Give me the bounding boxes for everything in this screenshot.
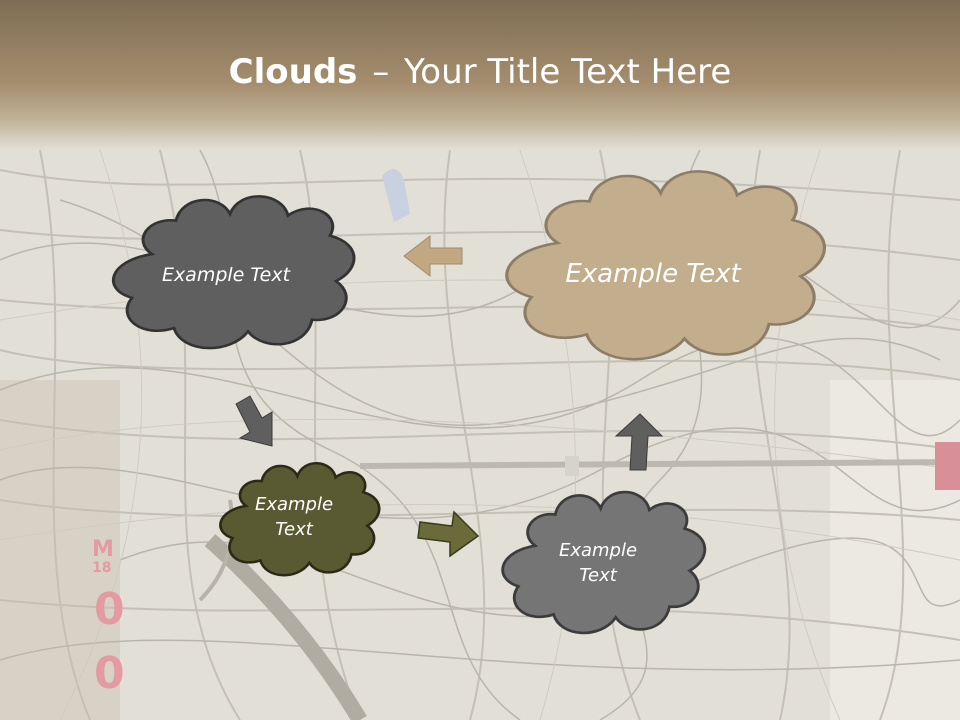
slide-title[interactable]: Clouds – Your Title Text Here <box>0 52 960 92</box>
cloud-dark-gray-label: Example Text <box>134 262 318 289</box>
cloud-mid-gray-text-line2: Text <box>579 565 617 587</box>
title-band <box>0 0 960 150</box>
arrow-down-right-icon <box>235 395 273 447</box>
arrow-left-icon <box>403 234 463 278</box>
svg-text:0: 0 <box>94 584 125 635</box>
arrow-up-icon <box>614 413 664 471</box>
arrow-right-icon <box>417 510 480 558</box>
cloud-olive-label: Example Text <box>228 492 360 542</box>
title-separator: – <box>372 52 390 92</box>
cloud-olive-text-line1: Example <box>254 494 334 515</box>
svg-text:0: 0 <box>94 648 125 699</box>
svg-text:M: M <box>92 537 114 562</box>
svg-text:18: 18 <box>92 560 111 576</box>
cloud-dark-gray-text: Example Text <box>161 264 291 286</box>
cloud-olive-text-line2: Text <box>275 519 313 541</box>
cloud-mid-gray-label: Example Text <box>528 538 668 588</box>
cloud-mid-gray-text-line1: Example <box>558 540 638 561</box>
cloud-tan-text: Example Text <box>565 259 741 289</box>
cloud-tan-label: Example Text <box>540 256 766 292</box>
title-rest: Your Title Text Here <box>404 52 732 92</box>
title-bold: Clouds <box>228 52 358 92</box>
